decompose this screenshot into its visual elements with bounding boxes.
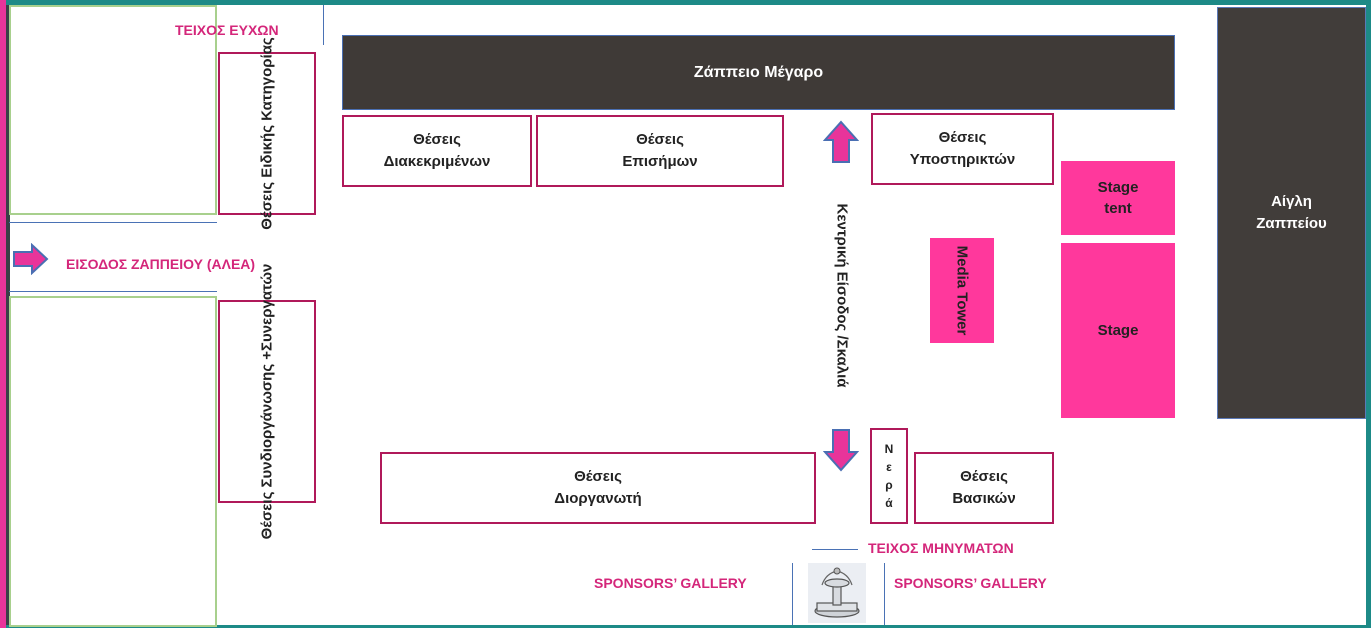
media-tower-label: Media Tower — [953, 245, 971, 336]
arrow-up-icon — [823, 120, 859, 163]
zappeion-hall-label: Ζάππειο Μέγαρο — [693, 63, 824, 81]
stage: Stage — [1061, 243, 1175, 418]
basic-seats: Θέσεις Βασικών — [914, 452, 1054, 524]
green-area-bottom-left — [9, 296, 217, 627]
main-entrance-stairs: Κεντρική Είσοδος /Σκαλιά — [822, 165, 862, 425]
special-category-seats: Θέσεις Ειδικής Κατηγορίας — [218, 37, 316, 230]
stage-tent: Stage tent — [1061, 161, 1175, 235]
messages-wall-line — [812, 549, 858, 550]
co-organizer-seats: Θέσεις Συνδιοργάνωσης +Συνεργατών — [218, 264, 316, 539]
co-organizer-label: Θέσεις Συνδιοργάνωσης +Συνεργατών — [258, 263, 276, 540]
official-seats: Θέσεις Επισήμων — [536, 115, 784, 187]
wall-of-messages-label: ΤΕΙΧΟΣ ΜΗΝΥΜΑΤΩΝ — [868, 540, 1014, 556]
entrance-alea-label: ΕΙΣΟΔΟΣ ΖΑΠΠΕΙΟΥ (ΑΛΕΑ) — [66, 256, 256, 272]
organizer-seats: Θέσεις Διοργανωτή — [380, 452, 816, 524]
aigli-zappeiou: Αίγλη Ζαππείου — [1217, 7, 1366, 419]
frame-right-border — [1366, 0, 1371, 628]
gallery-divider-right — [884, 563, 885, 625]
media-tower: Media Tower — [930, 238, 994, 343]
special-category-label: Θέσεις Ειδικής Κατηγορίας — [258, 37, 276, 230]
wall-of-wishes-label: ΤΕΙΧΟΣ ΕΥΧΩΝ — [175, 22, 279, 38]
fountain-icon — [808, 563, 866, 623]
stage-label: Stage — [1097, 322, 1139, 339]
arrow-right-icon — [13, 243, 49, 275]
path-line-upper — [9, 222, 217, 223]
zappeion-hall: Ζάππειο Μέγαρο — [342, 35, 1175, 110]
frame-top-border — [6, 0, 1371, 5]
distinguished-seats: Θέσεις Διακεκριμένων — [342, 115, 532, 187]
frame-left-border — [0, 0, 6, 628]
water-station: Ν ε ρ ά — [870, 428, 908, 524]
path-line-lower — [9, 291, 217, 292]
frame-inner-left — [6, 5, 10, 625]
gallery-divider-left — [792, 563, 793, 625]
frame-bottom-border — [6, 625, 1371, 628]
green-area-top-left — [9, 5, 217, 215]
arrow-down-icon — [823, 429, 859, 472]
sponsors-gallery-left: SPONSORS’ GALLERY — [594, 575, 747, 591]
wall-line — [323, 5, 324, 45]
supporter-seats: Θέσεις Υποστηρικτών — [871, 113, 1054, 185]
main-entrance-label: Κεντρική Είσοδος /Σκαλιά — [833, 203, 851, 387]
sponsors-gallery-right: SPONSORS’ GALLERY — [894, 575, 1047, 591]
